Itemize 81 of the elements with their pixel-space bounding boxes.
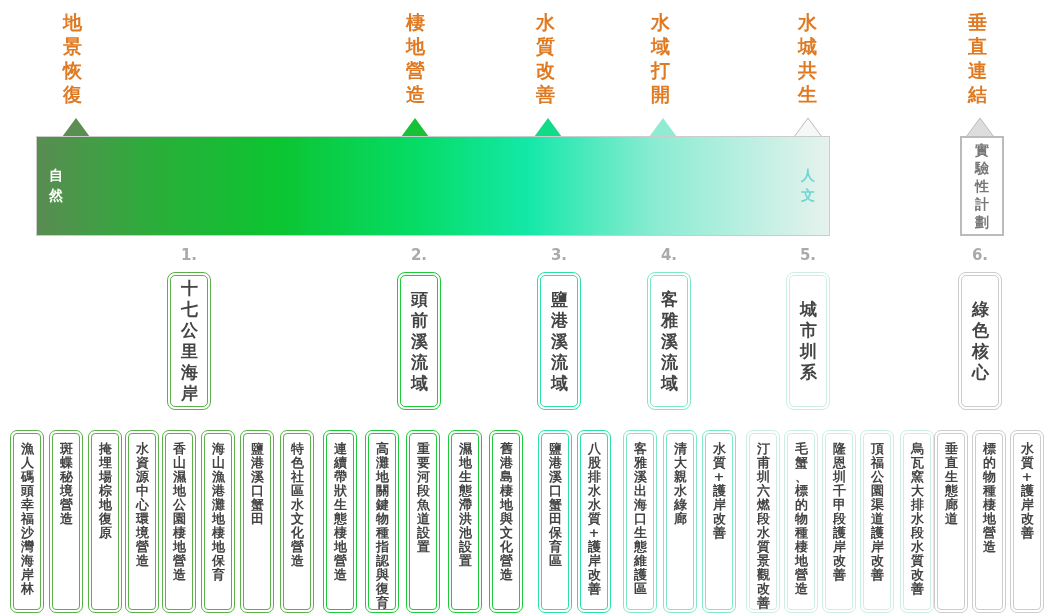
box-label: 標的物種棲地營造 (982, 442, 996, 554)
box-label: 垂直生態廊道 (944, 442, 958, 526)
box-label: 客雅溪流域 (660, 288, 678, 394)
project-box (10, 430, 44, 613)
theme-heading: 棲地營造 (406, 10, 425, 106)
project-box (125, 430, 159, 613)
box-label: 掩埋場棕地復原 (98, 442, 112, 540)
watershed-box (167, 272, 211, 410)
project-box (448, 430, 482, 613)
step-number: 6. (970, 246, 990, 264)
project-box (822, 430, 856, 613)
project-box (623, 430, 657, 613)
box-label: 水質+護岸改善 (712, 442, 726, 540)
project-box (702, 430, 736, 613)
project-box (280, 430, 314, 613)
box-label: 清大親水綠廊 (673, 442, 687, 526)
project-box (934, 430, 968, 613)
project-box (860, 430, 894, 613)
box-label: 斑蝶秘境營造 (59, 442, 73, 526)
box-label: 八股排水水質+護岸改善 (587, 442, 601, 596)
project-box (538, 430, 572, 613)
project-box (406, 430, 440, 613)
box-label: 汀甫圳六燃段水質景觀改善 (756, 442, 770, 610)
project-box (663, 430, 697, 613)
box-label: 濕地生態滯洪池設置 (458, 442, 472, 568)
box-label: 綠色核心 (971, 299, 989, 383)
watershed-box (397, 272, 441, 410)
band-end-label: 人文 (801, 166, 815, 205)
box-label: 漁人碼頭幸福沙灣海岸林 (20, 442, 34, 596)
watershed-box (537, 272, 581, 410)
project-box (88, 430, 122, 613)
box-label: 水資源中心環境營造 (135, 442, 149, 568)
step-number: 1. (179, 246, 199, 264)
box-label: 實驗性計劃 (975, 141, 989, 231)
project-box (972, 430, 1006, 613)
experiment-box (960, 136, 1004, 236)
theme-heading: 地景恢復 (63, 10, 82, 106)
project-box (365, 430, 399, 613)
project-box (900, 430, 934, 613)
box-label: 海山漁港灘地棲地保育 (211, 442, 225, 582)
box-label: 烏瓦窯大排水段水質改善 (910, 442, 924, 596)
box-label: 客雅溪出海口生態維護區 (633, 442, 647, 596)
box-label: 頂福公園渠道護岸改善 (870, 442, 884, 582)
box-label: 頭前溪流域 (410, 288, 428, 394)
theme-heading: 水質改善 (536, 10, 555, 106)
box-label: 特色社區水文化營造 (290, 442, 304, 568)
theme-heading: 水域打開 (651, 10, 670, 106)
watershed-box (958, 272, 1002, 410)
project-box (323, 430, 357, 613)
project-box (240, 430, 274, 613)
box-label: 鹽港溪口蟹田 (250, 442, 264, 526)
step-number: 4. (659, 246, 679, 264)
box-label: 重要河段魚道設置 (416, 442, 430, 554)
gradient-band (36, 136, 830, 236)
step-number: 5. (798, 246, 818, 264)
band-end-label: 自然 (49, 166, 63, 205)
project-box (162, 430, 196, 613)
project-box (577, 430, 611, 613)
project-box (201, 430, 235, 613)
project-box (1010, 430, 1044, 613)
step-number: 2. (409, 246, 429, 264)
box-label: 高灘地關鍵物種指認與復育 (375, 442, 389, 610)
theme-heading: 垂直連結 (968, 10, 987, 106)
box-label: 城市圳系 (799, 299, 817, 383)
project-box (49, 430, 83, 613)
watershed-box (647, 272, 691, 410)
project-box (746, 430, 780, 613)
box-label: 毛蟹、標的物種棲地營造 (794, 442, 808, 596)
step-number: 3. (549, 246, 569, 264)
box-label: 隆恩圳千甲段護岸改善 (832, 442, 846, 582)
watershed-box (786, 272, 830, 410)
box-label: 舊港島棲地與文化營造 (499, 442, 513, 582)
box-label: 水質+護岸改善 (1020, 442, 1034, 540)
box-label: 連續帶狀生態棲地營造 (333, 442, 347, 582)
project-box (489, 430, 523, 613)
box-label: 鹽港溪口蟹田保育區 (548, 442, 562, 568)
box-label: 十七公里海岸 (180, 278, 198, 404)
theme-heading: 水城共生 (798, 10, 817, 106)
box-label: 鹽港溪流域 (550, 288, 568, 394)
box-label: 香山濕地公園棲地營造 (172, 442, 186, 582)
project-box (784, 430, 818, 613)
